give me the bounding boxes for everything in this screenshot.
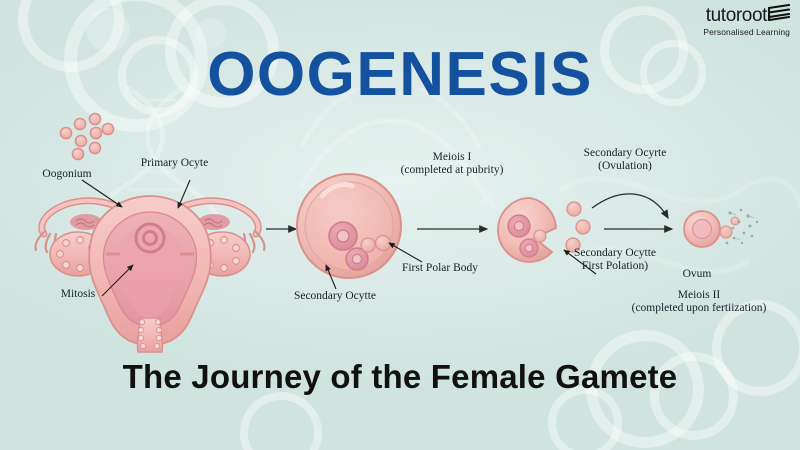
label-meiosis-two: Meiois II (completed upon fertiization)	[608, 289, 790, 315]
label-polar-line1: Secondary Ocytte	[573, 247, 657, 259]
sperm-dots	[725, 208, 759, 245]
ovum-illustration	[683, 208, 759, 248]
leader-line	[388, 242, 423, 263]
label-meiosis-one-line2: (completed at pubrity)	[400, 164, 504, 176]
secondary-oocyte-large	[296, 173, 402, 279]
leader-line	[101, 264, 134, 297]
leader-line	[177, 179, 191, 209]
label-meiosis-one-line1: Meiois I	[432, 151, 472, 163]
label-primary-oocyte: Primary Ocyte	[140, 157, 209, 169]
brand-logo[interactable]: tutoroot Personalised Learning	[703, 3, 791, 37]
female-reproductive-organ-illustration	[34, 195, 266, 353]
label-ovum: Ovum	[682, 268, 712, 280]
label-secondary-oocyte-left: Secondary Ocytte	[293, 290, 377, 302]
ovulation-arrow	[591, 193, 669, 220]
label-first-polar-body: First Polar Body	[401, 262, 479, 274]
secondary-oocyte-dividing	[497, 197, 591, 263]
label-meiosis-one: Meiois I (completed at pubrity)	[383, 151, 521, 177]
brand-name: tutoroot	[705, 4, 768, 26]
leader-line	[81, 179, 123, 208]
oogonium-cell-cluster	[59, 112, 115, 161]
label-meiosis-two-line2: (completed upon fertiization)	[631, 302, 767, 314]
label-ovulation-line2: (Ovulation)	[598, 160, 652, 172]
label-secondary-oocyte-ovulation: Secondary Ocyrte (Ovulation)	[556, 147, 694, 173]
leader-line	[563, 249, 597, 275]
waves-icon	[767, 3, 791, 26]
label-oogonium: Oogonium	[42, 168, 92, 180]
label-ovulation-line1: Secondary Ocyrte	[583, 147, 667, 159]
label-mitosis: Mitosis	[60, 288, 96, 300]
label-polar-line2: First Polation)	[581, 260, 649, 272]
brand-tagline: Personalised Learning	[703, 27, 790, 37]
page-caption: The Journey of the Female Gamete	[122, 358, 678, 395]
leader-line	[325, 264, 337, 290]
label-meiosis-two-line1: Meiois II	[677, 289, 721, 301]
page-title: OOGENESIS	[207, 40, 593, 109]
label-secondary-oocyte-polar: Secondary Ocytte First Polation)	[554, 247, 676, 273]
